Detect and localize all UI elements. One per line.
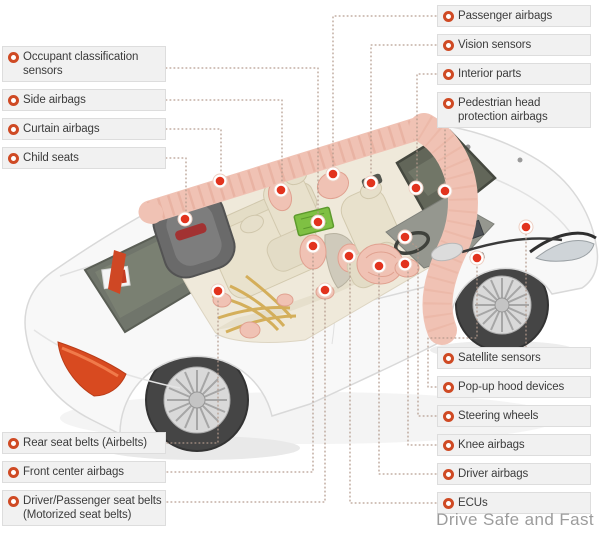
label-front-center-airbags: Front center airbags bbox=[2, 461, 166, 483]
leader-child-seats bbox=[165, 157, 187, 213]
label-knee-airbags: Knee airbags bbox=[437, 434, 591, 456]
leader-side-airbags bbox=[165, 99, 283, 184]
marker-pedestrian-head-protection-airbags bbox=[437, 183, 453, 199]
label-text: Vision sensors bbox=[458, 39, 532, 51]
label-text: Pop-up hood devices bbox=[458, 381, 565, 393]
label-text: ECUs bbox=[458, 497, 488, 509]
target-ring-icon bbox=[443, 411, 454, 422]
marker-driver-passenger-seat-belts bbox=[317, 282, 333, 298]
target-ring-icon bbox=[443, 98, 454, 109]
marker-steering-wheels bbox=[397, 229, 413, 245]
marker-rear-seat-belts bbox=[210, 283, 226, 299]
target-ring-icon bbox=[8, 95, 19, 106]
target-ring-icon bbox=[8, 153, 19, 164]
label-pop-up-hood-devices: Pop-up hood devices bbox=[437, 376, 591, 398]
marker-interior-parts bbox=[408, 180, 424, 196]
label-text: Occupant classification sensors bbox=[23, 51, 139, 77]
driver-airbag-folds bbox=[365, 251, 397, 277]
leader-vision-sensors bbox=[370, 44, 437, 177]
leader-driver-passenger-seat-belts bbox=[166, 296, 326, 503]
leader-occupant-classification-sensors bbox=[165, 67, 319, 216]
label-text: Satellite sensors bbox=[458, 352, 541, 364]
label-text: Knee airbags bbox=[458, 439, 525, 451]
label-ecus: ECUs bbox=[437, 492, 591, 514]
label-driver-airbags: Driver airbags bbox=[437, 463, 591, 485]
marker-satellite-sensors bbox=[518, 219, 534, 235]
target-ring-icon bbox=[443, 40, 454, 51]
label-satellite-sensors: Satellite sensors bbox=[437, 347, 591, 369]
label-pedestrian-head-protection-airbags: Pedestrian head protection airbags bbox=[437, 92, 591, 128]
leader-front-center-airbags bbox=[158, 252, 314, 473]
label-text: Driver airbags bbox=[458, 468, 529, 480]
hood-cowl-line bbox=[461, 237, 563, 254]
marker-ecus bbox=[341, 248, 357, 264]
marker-knee-airbags bbox=[397, 256, 413, 272]
leader-knee-airbags bbox=[407, 270, 437, 446]
point-markers bbox=[177, 166, 534, 299]
marker-front-center-airbags bbox=[305, 238, 321, 254]
target-ring-icon bbox=[443, 11, 454, 22]
target-ring-icon bbox=[443, 440, 454, 451]
watermark: Drive Safe and Fast bbox=[436, 510, 594, 529]
label-rear-seat-belts: Rear seat belts (Airbelts) bbox=[2, 432, 166, 454]
leader-ecus bbox=[349, 262, 437, 504]
label-driver-passenger-seat-belts: Driver/Passenger seat belts (Motorized s… bbox=[2, 490, 166, 526]
marker-vision-sensors bbox=[363, 175, 379, 191]
leader-passenger-airbags bbox=[332, 15, 437, 168]
label-passenger-airbags: Passenger airbags bbox=[437, 5, 591, 27]
label-side-airbags: Side airbags bbox=[2, 89, 166, 111]
label-steering-wheels: Steering wheels bbox=[437, 405, 591, 427]
curtain-airbag bbox=[138, 114, 438, 224]
label-text: Side airbags bbox=[23, 94, 86, 106]
label-text: Front center airbags bbox=[23, 466, 124, 478]
target-ring-icon bbox=[443, 469, 454, 480]
label-text: Child seats bbox=[23, 152, 79, 164]
marker-side-airbags bbox=[273, 182, 289, 198]
label-occupant-classification-sensors: Occupant classification sensors bbox=[2, 46, 166, 82]
label-text: Rear seat belts (Airbelts) bbox=[23, 437, 147, 449]
target-ring-icon bbox=[443, 498, 454, 509]
target-ring-icon bbox=[8, 438, 19, 449]
rear-wheel bbox=[145, 348, 249, 452]
target-ring-icon bbox=[8, 124, 19, 135]
label-interior-parts: Interior parts bbox=[437, 63, 591, 85]
label-text: Passenger airbags bbox=[458, 10, 553, 22]
label-text: Steering wheels bbox=[458, 410, 539, 422]
side-mirror bbox=[430, 242, 464, 262]
target-ring-icon bbox=[443, 69, 454, 80]
marker-passenger-airbags bbox=[325, 166, 341, 182]
target-ring-icon bbox=[8, 52, 19, 63]
marker-curtain-airbags bbox=[212, 173, 228, 189]
rear-seat-belts-webbing bbox=[211, 274, 297, 334]
label-text: Pedestrian head protection airbags bbox=[458, 97, 548, 123]
leader-curtain-airbags bbox=[165, 128, 222, 175]
tail-light bbox=[57, 250, 127, 397]
target-ring-icon bbox=[8, 496, 19, 507]
label-curtain-airbags: Curtain airbags bbox=[2, 118, 166, 140]
target-ring-icon bbox=[443, 353, 454, 364]
leader-driver-airbags bbox=[378, 271, 437, 475]
marker-occupant-classification-sensors bbox=[310, 214, 326, 230]
marker-pop-up-hood-devices bbox=[469, 250, 485, 266]
label-vision-sensors: Vision sensors bbox=[437, 34, 591, 56]
leader-lines bbox=[158, 15, 527, 504]
target-ring-icon bbox=[8, 467, 19, 478]
marker-child-seats bbox=[177, 211, 193, 227]
target-ring-icon bbox=[443, 382, 454, 393]
leader-steering-wheels bbox=[408, 240, 437, 417]
leader-pop-up-hood-devices bbox=[427, 264, 478, 388]
label-text: Curtain airbags bbox=[23, 123, 100, 135]
leader-rear-seat-belts bbox=[162, 297, 219, 444]
headlight bbox=[529, 231, 597, 262]
label-child-seats: Child seats bbox=[2, 147, 166, 169]
label-text: Interior parts bbox=[458, 68, 522, 80]
marker-driver-airbags bbox=[371, 258, 387, 274]
label-text: Driver/Passenger seat belts (Motorized s… bbox=[23, 495, 162, 521]
